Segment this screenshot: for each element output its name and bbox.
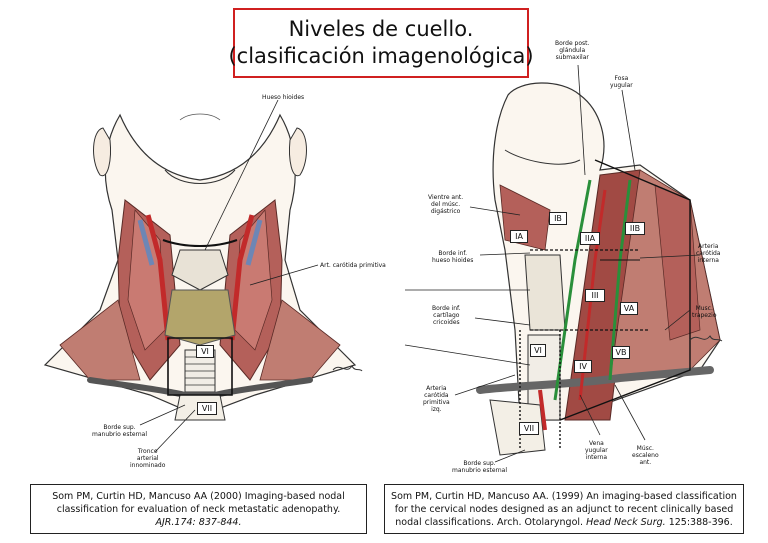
label-internal-carotid-line1: Arteria	[698, 243, 719, 250]
label-internal-jugular-vein-line3: interna	[585, 454, 608, 461]
label-internal-jugular-vein-line1: Vena	[588, 440, 604, 447]
label-common-carotid: Art. carótida primitiva	[320, 262, 386, 269]
level-ia: IA	[510, 230, 528, 243]
label-innominate-trunk-line2: arterial	[136, 455, 159, 462]
label-innominate-trunk-line1: Tronco	[137, 448, 158, 455]
label-internal-jugular-vein: Vena yugular interna	[585, 440, 608, 461]
label-submandibular-post: Borde post. glándula submaxilar	[555, 40, 589, 61]
label-digastric-ant: Vientre ant. del músc. digástrico	[428, 194, 463, 215]
label-trapezius-line1: Musc.	[695, 305, 713, 312]
label-innominate-trunk: Tronco arterial innominado	[130, 448, 165, 469]
label-left-common-carotid-line1: Arteria	[426, 385, 447, 392]
title-box: Niveles de cuello. (clasificación imagen…	[228, 8, 534, 78]
label-left-common-carotid-line3: primitiva	[423, 399, 450, 406]
label-left-common-carotid-line2: carótida	[424, 392, 449, 399]
label-scalene-line3: ant.	[639, 459, 652, 466]
level-vi-left: VI	[196, 345, 214, 358]
label-left-common-carotid-line4: izq.	[431, 406, 442, 413]
label-hyoid-inferior-line2: hueso hioides	[432, 257, 474, 264]
level-iv: IV	[574, 360, 592, 373]
label-innominate-trunk-line3: innominado	[130, 462, 166, 469]
label-internal-carotid: Arteria carótida interna	[696, 243, 721, 264]
citation-left-line3: AJR.174: 837-844.	[155, 516, 242, 528]
label-internal-jugular-vein-line2: yugular	[585, 447, 608, 454]
level-va: VA	[620, 302, 638, 315]
citation-right-journal: Head Neck Surg.	[586, 516, 666, 528]
label-manubrium-right-line1: Borde sup.	[463, 460, 496, 467]
label-trapezius-line2: trapezio	[692, 312, 717, 319]
label-digastric-line1: Vientre ant.	[428, 194, 464, 201]
title-line-2: (clasificación imagenológica)	[228, 44, 534, 68]
level-vii-left: VII	[197, 402, 217, 415]
title-line-1: Niveles de cuello.	[288, 17, 474, 41]
left-neck-illustration	[43, 99, 363, 453]
label-trapezius: Musc. trapezio	[692, 305, 716, 319]
citation-right-line1: Som PM, Curtin HD, Mancuso AA. (1999) An…	[391, 490, 737, 502]
label-manubrium-right-line2: manubrio esternal	[452, 467, 508, 474]
citation-right-line2: for the cervical nodes designed as an ad…	[394, 503, 734, 515]
label-manubrium-left-line2: manubrio esternal	[92, 431, 148, 438]
citation-right: Som PM, Curtin HD, Mancuso AA. (1999) An…	[384, 484, 744, 534]
label-manubrium-left-line1: Borde sup.	[103, 424, 136, 431]
level-iii: III	[585, 289, 605, 302]
label-jugular-fossa: Fosa yugular	[610, 75, 633, 89]
label-scalene-line2: escaleno	[632, 452, 659, 459]
label-submandibular-line2: glándula	[559, 47, 586, 54]
level-vb: VB	[612, 346, 630, 359]
label-jugular-fossa-line2: yugular	[610, 82, 633, 89]
label-internal-carotid-line2: carótida	[696, 250, 721, 257]
label-submandibular-line3: submaxilar	[555, 54, 589, 61]
level-iia: IIA	[580, 232, 600, 245]
label-submandibular-line1: Borde post.	[555, 40, 590, 47]
label-hyoid-bone: Hueso hioides	[262, 94, 305, 101]
label-hyoid-inferior-line1: Borde inf.	[438, 250, 468, 257]
label-cricoid-line1: Borde inf.	[432, 305, 461, 312]
level-iib: IIB	[625, 222, 645, 235]
label-scalene-ant: Músc. escaleno ant.	[632, 445, 659, 466]
label-cricoid-inferior: Borde inf. cartílago cricoides	[432, 305, 461, 326]
label-left-common-carotid: Arteria carótida primitiva izq.	[423, 385, 450, 413]
citation-right-line3-a: nodal classifications. Arch. Otolaryngol…	[395, 516, 584, 528]
label-jugular-fossa-line1: Fosa	[614, 75, 629, 82]
label-scalene-line1: Músc.	[636, 445, 654, 452]
label-manubrium-left: Borde sup. manubrio esternal	[92, 424, 147, 438]
label-manubrium-right: Borde sup. manubrio esternal	[452, 460, 507, 474]
citation-left-line2: classification for evaluation of neck me…	[56, 503, 341, 515]
citation-left: Som PM, Curtin HD, Mancuso AA (2000) Ima…	[30, 484, 367, 534]
citation-left-line1: Som PM, Curtin HD, Mancuso AA (2000) Ima…	[52, 490, 345, 502]
label-cricoid-line2: cartílago	[433, 312, 460, 319]
level-ib: IB	[549, 212, 567, 225]
right-neck-illustration	[404, 64, 723, 463]
level-vi-right: VI	[530, 344, 546, 357]
label-hyoid-inferior: Borde inf. hueso hioides	[432, 250, 473, 264]
label-internal-carotid-line3: interna	[697, 257, 719, 264]
citation-right-line3-c: 125:388-396.	[668, 516, 733, 528]
label-digastric-line2: del músc.	[431, 201, 461, 208]
citation-right-line3: nodal classifications. Arch. Otolaryngol…	[389, 516, 739, 529]
label-cricoid-line3: cricoides	[432, 319, 460, 326]
level-vii-right: VII	[519, 422, 539, 435]
label-digastric-line3: digástrico	[430, 208, 461, 215]
